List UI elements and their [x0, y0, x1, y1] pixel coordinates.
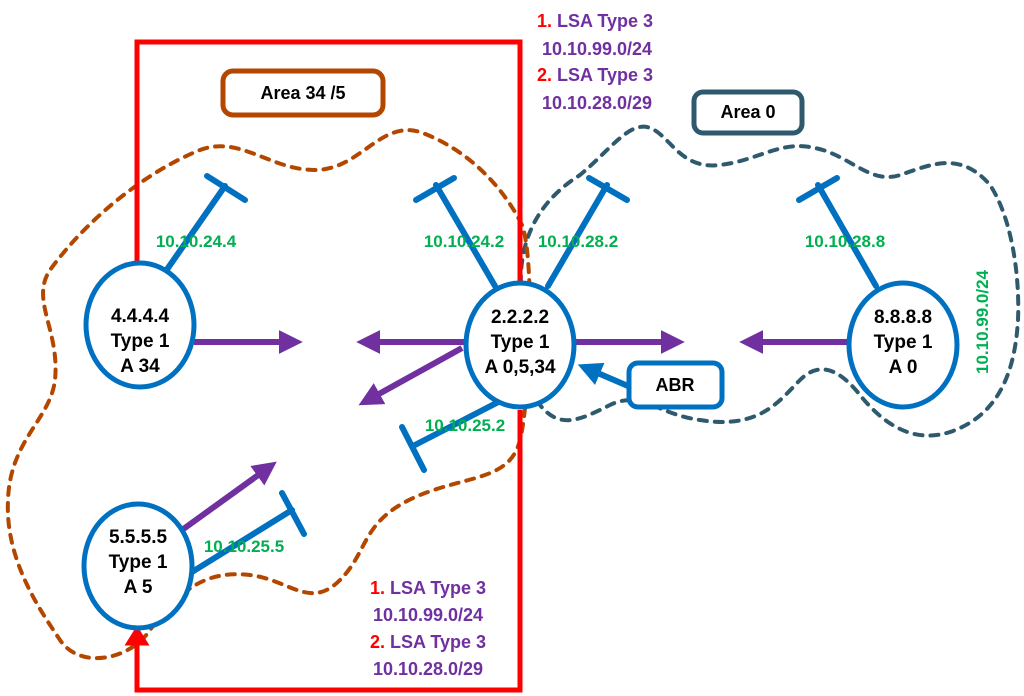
- router-id: 8.8.8.8: [874, 307, 932, 328]
- lsa-top-line-1: 1. LSA Type 3: [537, 11, 653, 31]
- interface-label: 10.10.24.2: [424, 232, 504, 251]
- abr-pointer-arrow: [577, 362, 630, 389]
- lsa-type3-path-top: [124, 39, 523, 283]
- router-id: 5.5.5.5: [109, 527, 168, 548]
- interface-stub-10-10-24-2: [413, 175, 498, 289]
- interface-label: 10.10.28.8: [805, 232, 885, 251]
- lsa-type1-arrow: [180, 461, 277, 533]
- lsa-bottom-prefix-2: 10.10.28.0/29: [373, 659, 483, 679]
- router-8-8-8-8: 8.8.8.8 Type 1 A 0: [846, 280, 960, 410]
- router-lsa-type: Type 1: [491, 332, 550, 353]
- router-4-4-4-4: 4.4.4.4 Type 1 A 34: [83, 260, 197, 390]
- router-id: 2.2.2.2: [491, 307, 549, 328]
- abr-label: ABR: [656, 375, 695, 395]
- interface-stub-10-10-24-4: [165, 173, 248, 271]
- lsa-bottom-prefix-1: 10.10.99.0/24: [373, 605, 483, 625]
- lsa-type1-arrow: [358, 345, 464, 406]
- interface-stub-10-10-25-5: [189, 490, 307, 575]
- router-area: A 34: [120, 356, 160, 377]
- router-area: A 0: [889, 357, 918, 378]
- area-34-5-label-box: Area 34 /5: [220, 68, 386, 118]
- lsa-bottom-line-2: 2. LSA Type 3: [370, 632, 486, 652]
- router-area: A 0,5,34: [484, 357, 556, 378]
- router-id: 4.4.4.4: [111, 306, 170, 327]
- interface-label: 10.10.25.5: [204, 537, 284, 556]
- router-lsa-type: Type 1: [874, 332, 933, 353]
- interface-stub-10-10-25-2: [399, 394, 511, 473]
- router-lsa-type: Type 1: [109, 552, 168, 573]
- lsa-top-prefix-1: 10.10.99.0/24: [542, 39, 652, 59]
- lsa-bottom-line-1: 1. LSA Type 3: [370, 578, 486, 598]
- router-lsa-type: Type 1: [111, 331, 170, 352]
- interface-label: 10.10.25.2: [425, 416, 505, 435]
- area-0-label-box: Area 0: [691, 89, 805, 136]
- interface-label: 10.10.28.2: [538, 232, 618, 251]
- area-label: Area 0: [720, 102, 775, 122]
- lsa-top-line-2: 2. LSA Type 3: [537, 65, 653, 85]
- lsa-type3-path-bottom: [124, 410, 523, 693]
- interface-label: 10.10.24.4: [156, 232, 237, 251]
- area-34-5-boundary: [5, 128, 532, 661]
- interface-stub-10-10-28-8: [796, 175, 879, 289]
- router-2-2-2-2: 2.2.2.2 Type 1 A 0,5,34: [463, 280, 577, 410]
- router-5-5-5-5: 5.5.5.5 Type 1 A 5: [81, 501, 195, 631]
- lsa-top-prefix-2: 10.10.28.0/29: [542, 93, 652, 113]
- abr-label-box: ABR: [626, 360, 725, 410]
- router-area: A 5: [124, 577, 153, 598]
- network-label: 10.10.99.0/24: [973, 269, 992, 374]
- interface-stub-10-10-28-2: [545, 175, 630, 289]
- area-label: Area 34 /5: [260, 83, 345, 103]
